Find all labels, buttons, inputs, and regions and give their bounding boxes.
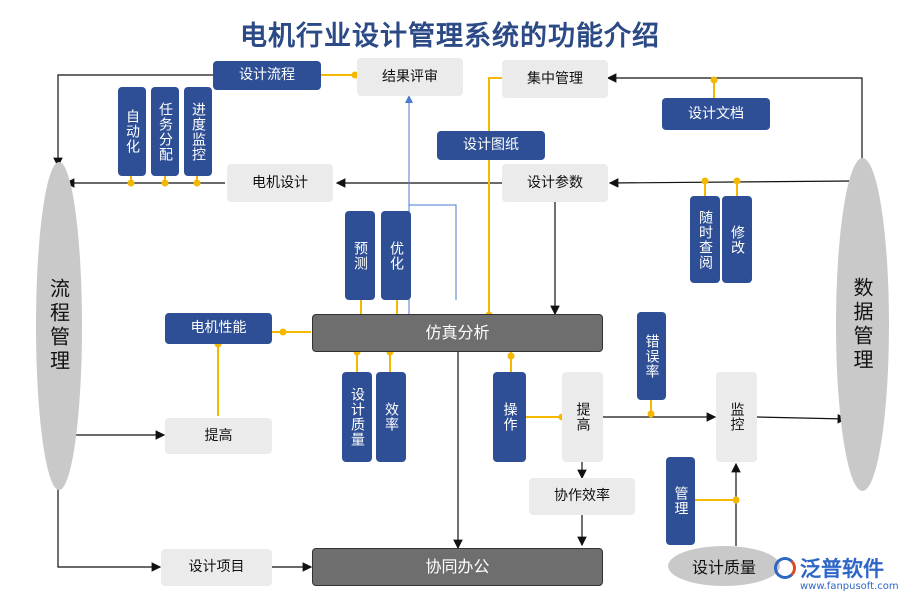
- design-project-node: 设计项目: [161, 549, 272, 586]
- query-anytime-node: 随时查阅: [690, 196, 720, 283]
- operate-label: 操作: [501, 402, 518, 432]
- improve-right-label: 提高: [574, 402, 591, 432]
- optimize-node: 优化: [381, 211, 411, 300]
- motor-design-node: 电机设计: [227, 164, 333, 202]
- modify-node: 修改: [722, 196, 752, 283]
- efficiency-node: 效率: [376, 372, 406, 462]
- data-management-ellipse: 数据管理: [836, 158, 889, 491]
- progress-monitor-label: 进度监控: [190, 101, 207, 162]
- automation-node: 自动化: [118, 87, 146, 176]
- process-management-label: 流程管理: [46, 278, 71, 374]
- simulation-analysis-node: 仿真分析: [312, 314, 603, 352]
- design-quality-v-node: 设计质量: [342, 372, 372, 462]
- design-quality-label: 设计质量: [691, 558, 756, 577]
- result-review-node: 结果评审: [357, 58, 463, 96]
- central-management-node: 集中管理: [502, 60, 608, 98]
- data-management-label: 数据管理: [850, 276, 874, 373]
- task-assign-node: 任务分配: [151, 87, 179, 176]
- predict-node: 预测: [345, 211, 375, 300]
- modify-label: 修改: [729, 224, 746, 255]
- design-params-node: 设计参数: [502, 164, 608, 202]
- motor-performance-node: 电机性能: [165, 313, 272, 344]
- design-quality-v-label: 设计质量: [349, 387, 366, 447]
- efficiency-label: 效率: [383, 402, 400, 432]
- monitor-label: 监控: [728, 402, 745, 432]
- automation-label: 自动化: [124, 109, 141, 154]
- progress-monitor-node: 进度监控: [184, 87, 212, 176]
- manage-node: 管理: [666, 457, 695, 545]
- design-quality-ellipse: 设计质量: [668, 546, 780, 586]
- error-rate-label: 错误率: [643, 333, 660, 379]
- collab-efficiency-node: 协作效率: [529, 478, 635, 515]
- collaborative-office-node: 协同办公: [312, 548, 603, 586]
- logo-icon: [774, 557, 796, 579]
- error-rate-node: 错误率: [637, 312, 666, 400]
- logo-url: www.fanpusoft.com: [800, 581, 899, 592]
- improve-right-node: 提高: [562, 372, 603, 462]
- predict-label: 预测: [352, 240, 369, 271]
- design-flow-node: 设计流程: [213, 61, 321, 90]
- improve-left-node: 提高: [165, 418, 272, 454]
- task-assign-label: 任务分配: [157, 101, 174, 162]
- operate-node: 操作: [493, 372, 526, 462]
- optimize-label: 优化: [388, 240, 405, 271]
- page-title: 电机行业设计管理系统的功能介绍: [240, 21, 660, 52]
- process-management-ellipse: 流程管理: [36, 162, 82, 490]
- logo-text: 泛普软件: [800, 557, 884, 581]
- design-drawing-node: 设计图纸: [437, 131, 545, 160]
- design-document-node: 设计文档: [662, 98, 770, 130]
- brand-logo: 泛普软件: [774, 553, 884, 583]
- query-anytime-label: 随时查阅: [697, 209, 714, 270]
- manage-label: 管理: [672, 486, 689, 516]
- monitor-node: 监控: [716, 372, 757, 462]
